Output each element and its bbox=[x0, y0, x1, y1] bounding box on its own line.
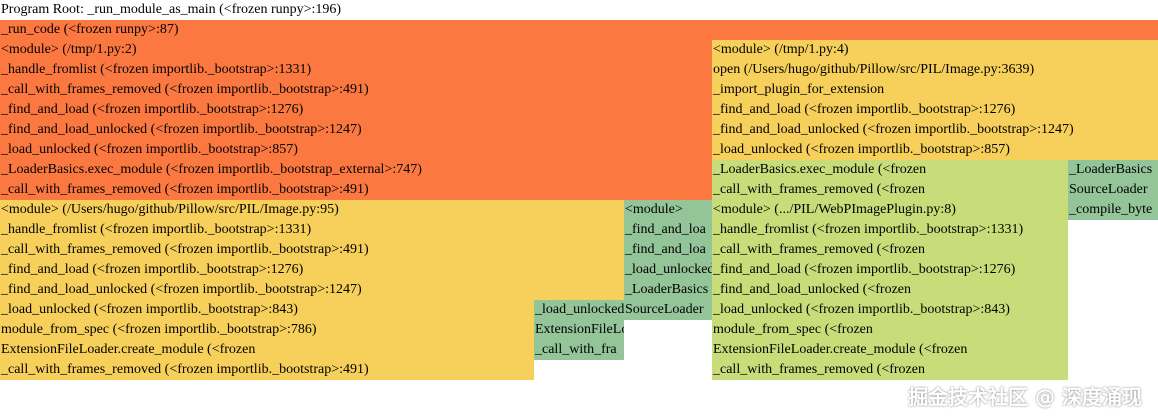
flame-frame-label: _load_unlocked bbox=[535, 302, 624, 317]
flame-frame-label: _call_with_frames_removed (<frozen bbox=[713, 362, 925, 377]
flame-frame[interactable]: <module> (/tmp/1.py:2) bbox=[0, 40, 712, 60]
flame-frame-label: _load_unlocked (<frozen importlib._boots… bbox=[1, 302, 298, 317]
flame-frame[interactable]: _find_and_load (<frozen importlib._boots… bbox=[712, 260, 1068, 280]
flame-frame[interactable]: <module> (.../PIL/WebPImagePlugin.py:8) bbox=[712, 200, 1068, 220]
flame-frame[interactable]: _handle_fromlist (<frozen importlib._boo… bbox=[0, 220, 624, 240]
flame-frame-label: _load_unlocked (<frozen importlib._boots… bbox=[713, 302, 1010, 317]
flame-frame[interactable]: SourceLoader bbox=[1068, 180, 1158, 200]
flame-frame-label: <module> (.../PIL/WebPImagePlugin.py:8) bbox=[713, 202, 956, 217]
flame-frame[interactable]: <module> (/tmp/1.py:4) bbox=[712, 40, 1158, 60]
flame-frame-label: _find_and_loa bbox=[625, 242, 706, 257]
flame-frame[interactable]: _call_with_frames_removed (<frozen bbox=[712, 360, 1068, 380]
flame-frame[interactable]: SourceLoader bbox=[624, 300, 712, 320]
flame-frame[interactable]: _handle_fromlist (<frozen importlib._boo… bbox=[0, 60, 712, 80]
flame-frame[interactable]: _call_with_frames_removed (<frozen impor… bbox=[0, 360, 534, 380]
flame-frame[interactable]: _LoaderBasics.exec_module (<frozen impor… bbox=[0, 160, 712, 180]
flame-frame-label: _find_and_loa bbox=[625, 222, 706, 237]
flame-frame-label: _LoaderBasics.exec_module (<frozen bbox=[713, 162, 927, 177]
flame-frame[interactable]: module_from_spec (<frozen bbox=[712, 320, 1068, 340]
flame-frame-label: _compile_byte bbox=[1069, 202, 1153, 217]
flame-frame-label: ExtensionFileLoader.create_module (<froz… bbox=[713, 342, 968, 357]
program-root-title: Program Root: _run_module_as_main (<froz… bbox=[1, 2, 342, 17]
flame-frame[interactable]: _find_and_load_unlocked (<frozen importl… bbox=[0, 280, 624, 300]
flame-frame[interactable]: _load_unlocked bbox=[624, 260, 712, 280]
flame-frame-label: module_from_spec (<frozen importlib._boo… bbox=[1, 322, 317, 337]
flame-frame-label: _LoaderBasics bbox=[625, 282, 709, 297]
flame-frame-label: _load_unlocked bbox=[625, 262, 712, 277]
flame-frame-label: _run_code (<frozen runpy>:87) bbox=[1, 22, 179, 37]
flame-frame-label: _find_and_load (<frozen importlib._boots… bbox=[1, 262, 304, 277]
flame-frame-label: _call_with_frames_removed (<frozen bbox=[713, 242, 925, 257]
flame-frame-label: _load_unlocked (<frozen importlib._boots… bbox=[1, 142, 298, 157]
flame-frame[interactable]: _load_unlocked (<frozen importlib._boots… bbox=[0, 300, 534, 320]
flame-frame[interactable]: _find_and_load_unlocked (<frozen importl… bbox=[0, 120, 712, 140]
flame-frame[interactable]: _find_and_load (<frozen importlib._boots… bbox=[0, 100, 712, 120]
watermark: 掘金技术社区 @ 深度涌现 bbox=[908, 385, 1142, 409]
flame-frame[interactable]: ExtensionFileLoader.get bbox=[534, 320, 624, 340]
flame-frame-label: <module> (/Users/hugo/github/Pillow/src/… bbox=[1, 202, 339, 217]
flame-frame[interactable]: _find_and_load (<frozen importlib._boots… bbox=[0, 260, 624, 280]
flame-frame[interactable]: ExtensionFileLoader.create_module (<froz… bbox=[712, 340, 1068, 360]
flame-frame-label: _find_and_load (<frozen importlib._boots… bbox=[1, 102, 304, 117]
flame-frame[interactable]: _find_and_load_unlocked (<frozen bbox=[712, 280, 1068, 300]
flame-frame[interactable]: open (/Users/hugo/github/Pillow/src/PIL/… bbox=[712, 60, 1158, 80]
flame-frame-label: _handle_fromlist (<frozen importlib._boo… bbox=[1, 222, 312, 237]
flame-frame[interactable]: _handle_fromlist (<frozen importlib._boo… bbox=[712, 220, 1068, 240]
flame-frame-label: SourceLoader bbox=[1069, 182, 1148, 197]
flame-frame-label: SourceLoader bbox=[625, 302, 704, 317]
flame-frame[interactable]: _compile_byte bbox=[1068, 200, 1158, 220]
flame-frame[interactable]: _load_unlocked bbox=[534, 300, 624, 320]
flame-frame[interactable]: _call_with_frames_removed (<frozen bbox=[712, 240, 1068, 260]
flame-frame[interactable]: ExtensionFileLoader.create_module (<froz… bbox=[0, 340, 534, 360]
flame-frame-label: _load_unlocked (<frozen importlib._boots… bbox=[713, 142, 1010, 157]
flame-frame-label: _find_and_load (<frozen importlib._boots… bbox=[713, 262, 1016, 277]
flame-frame-label: module_from_spec (<frozen bbox=[713, 322, 873, 337]
flame-frame[interactable]: _import_plugin_for_extension bbox=[712, 80, 1158, 100]
flame-frame-label: <module> (/tmp/1.py:2) bbox=[1, 42, 137, 57]
flame-frame-label: _call_with_frames_removed (<frozen impor… bbox=[1, 182, 369, 197]
flame-frame[interactable]: _load_unlocked (<frozen importlib._boots… bbox=[712, 300, 1068, 320]
flame-frame-label: _find_and_load_unlocked (<frozen importl… bbox=[1, 122, 362, 137]
flame-frame[interactable]: _find_and_load (<frozen importlib._boots… bbox=[712, 100, 1158, 120]
flame-frame-label: <module> (/tmp/1.py:4) bbox=[713, 42, 849, 57]
flame-frame[interactable]: <module> (/Users/hugo/github/Pillow/src/… bbox=[0, 200, 624, 220]
flame-frame[interactable]: _find_and_load_unlocked (<frozen importl… bbox=[712, 120, 1158, 140]
flame-frame[interactable]: _call_with_frames_removed (<frozen bbox=[712, 180, 1068, 200]
flame-frame-label: ExtensionFileLoader.get bbox=[535, 322, 624, 337]
flame-frame-label: _call_with_frames_removed (<frozen impor… bbox=[1, 82, 369, 97]
flame-frame-label: _call_with_fra bbox=[535, 342, 617, 357]
flame-frame-label: _handle_fromlist (<frozen importlib._boo… bbox=[1, 62, 312, 77]
flame-frame[interactable]: _LoaderBasics bbox=[1068, 160, 1158, 180]
flame-frame[interactable]: _LoaderBasics.exec_module (<frozen bbox=[712, 160, 1068, 180]
flame-frame[interactable]: _find_and_loa bbox=[624, 240, 712, 260]
flame-frame[interactable]: _run_code (<frozen runpy>:87) bbox=[0, 20, 1158, 40]
flame-frame-label: _handle_fromlist (<frozen importlib._boo… bbox=[713, 222, 1024, 237]
flame-frame-label: _LoaderBasics.exec_module (<frozen impor… bbox=[1, 162, 422, 177]
flame-frame-label: _find_and_load_unlocked (<frozen importl… bbox=[713, 122, 1074, 137]
flame-frame-label: _find_and_load (<frozen importlib._boots… bbox=[713, 102, 1016, 117]
flame-frame[interactable]: _load_unlocked (<frozen importlib._boots… bbox=[0, 140, 712, 160]
flame-frame[interactable]: _call_with_frames_removed (<frozen impor… bbox=[0, 180, 712, 200]
flame-frame-label: ExtensionFileLoader.create_module (<froz… bbox=[1, 342, 256, 357]
flame-frame-label: _call_with_frames_removed (<frozen impor… bbox=[1, 362, 369, 377]
flame-frame-label: _call_with_frames_removed (<frozen impor… bbox=[1, 242, 369, 257]
flame-frame[interactable]: _load_unlocked (<frozen importlib._boots… bbox=[712, 140, 1158, 160]
flame-frame[interactable]: _call_with_frames_removed (<frozen impor… bbox=[0, 80, 712, 100]
flame-frame-label: _find_and_load_unlocked (<frozen importl… bbox=[1, 282, 362, 297]
flame-frame[interactable]: _call_with_fra bbox=[534, 340, 624, 360]
flame-frame-label: _import_plugin_for_extension bbox=[713, 82, 885, 97]
flame-frame-label: open (/Users/hugo/github/Pillow/src/PIL/… bbox=[713, 62, 1035, 77]
flame-frame[interactable]: _find_and_loa bbox=[624, 220, 712, 240]
flame-frame[interactable]: _call_with_frames_removed (<frozen impor… bbox=[0, 240, 624, 260]
flame-frame[interactable]: _LoaderBasics bbox=[624, 280, 712, 300]
flame-frame[interactable]: module_from_spec (<frozen importlib._boo… bbox=[0, 320, 534, 340]
flame-frame-label: _LoaderBasics bbox=[1069, 162, 1153, 177]
flame-frame-label: _find_and_load_unlocked (<frozen bbox=[713, 282, 911, 297]
flame-frame-label: <module> bbox=[625, 202, 683, 217]
flame-frame-label: _call_with_frames_removed (<frozen bbox=[713, 182, 925, 197]
flame-frame[interactable]: <module> bbox=[624, 200, 712, 220]
